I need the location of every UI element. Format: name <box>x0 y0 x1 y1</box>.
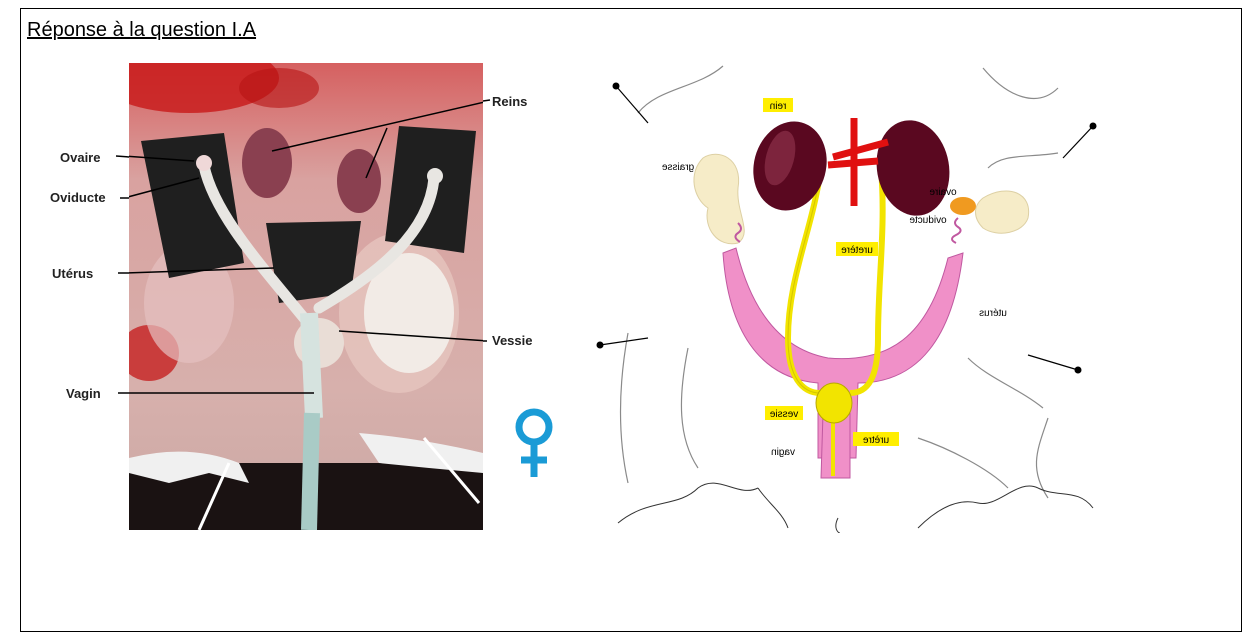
female-symbol-icon <box>512 405 556 480</box>
label-vagin: Vagin <box>66 386 101 401</box>
diagram-label-uretere: uretère <box>841 245 873 256</box>
dissection-photo <box>129 63 483 530</box>
diagram-label-graisse: graisse <box>661 162 694 173</box>
diagram-label-urethre: urètre <box>863 435 890 446</box>
label-oviducte: Oviducte <box>50 190 106 205</box>
page-title: Réponse à la question I.A <box>27 19 256 42</box>
reproductive-diagram: rein graisse ovaire oviducte uretère uté… <box>588 58 1108 533</box>
pin-head <box>1090 123 1097 130</box>
diagram-label-vessie: vessie <box>769 409 798 420</box>
diagram-label-rein: rein <box>770 101 787 112</box>
diagram-label-ovaire: ovaire <box>929 187 957 198</box>
label-vessie: Vessie <box>492 333 533 348</box>
pin-head <box>597 342 604 349</box>
diagram-label-oviducte: oviducte <box>909 215 947 226</box>
pin-head <box>613 83 620 90</box>
diagram-label-uterus: utérus <box>979 308 1007 319</box>
label-ovaire: Ovaire <box>60 150 100 165</box>
label-uterus: Utérus <box>52 266 93 281</box>
pin-head <box>1075 367 1082 374</box>
diagram-label-vagin: vagin <box>771 447 795 458</box>
label-reins: Reins <box>492 94 527 109</box>
